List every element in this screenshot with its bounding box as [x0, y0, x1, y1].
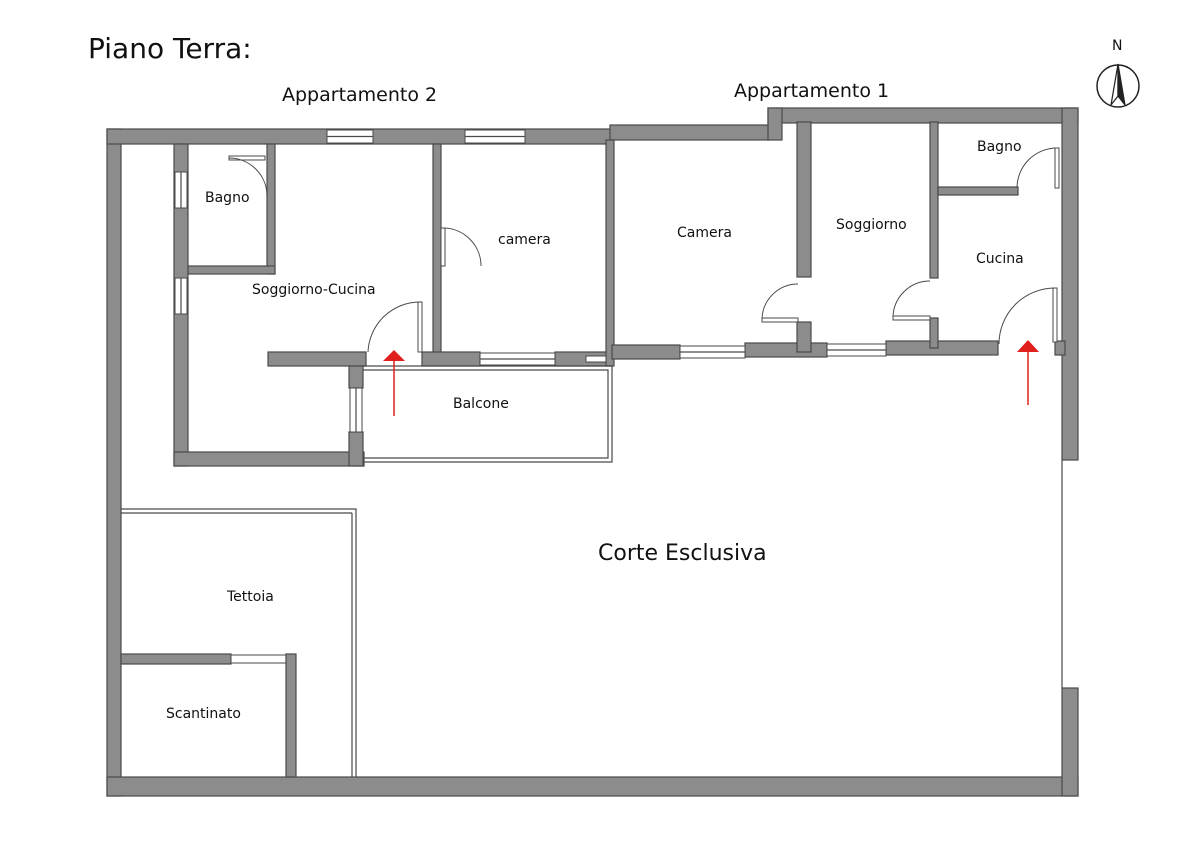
apartment-1-windows — [679, 343, 887, 359]
apartment-1-doors — [761, 147, 1060, 345]
apartment-2-label: Appartamento 2 — [282, 84, 437, 106]
room-label-soggiorno-apt1: Soggiorno — [836, 217, 907, 233]
room-label-balcone: Balcone — [453, 396, 509, 412]
apartment-1-label: Appartamento 1 — [734, 80, 889, 102]
room-label-bagno-apt2: Bagno — [205, 190, 250, 206]
room-label-cucina-apt1: Cucina — [976, 251, 1024, 267]
room-label-soggiorno-cucina: Soggiorno-Cucina — [252, 282, 376, 298]
apartment-2-windows — [174, 129, 607, 433]
apartment-2-walls — [173, 139, 615, 467]
apartment-2-doors — [228, 155, 482, 353]
annex-walls — [120, 508, 357, 778]
room-label-camera-apt1: Camera — [677, 225, 732, 241]
room-label-tettoia: Tettoia — [226, 589, 274, 605]
room-label-corte-esclusiva: Corte Esclusiva — [598, 541, 767, 566]
room-label-bagno-apt1: Bagno — [977, 139, 1022, 155]
room-label-scantinato: Scantinato — [166, 706, 241, 722]
apartment-1-walls — [611, 121, 1066, 360]
north-label: N — [1112, 38, 1122, 54]
entrance-arrow-apt1 — [1017, 340, 1039, 405]
compass-icon: N — [1096, 38, 1140, 108]
room-label-camera-apt2: camera — [498, 232, 551, 248]
plan-title: Piano Terra: — [88, 32, 252, 65]
balcone-outline — [363, 365, 613, 463]
entrance-arrow-apt2 — [383, 350, 405, 416]
